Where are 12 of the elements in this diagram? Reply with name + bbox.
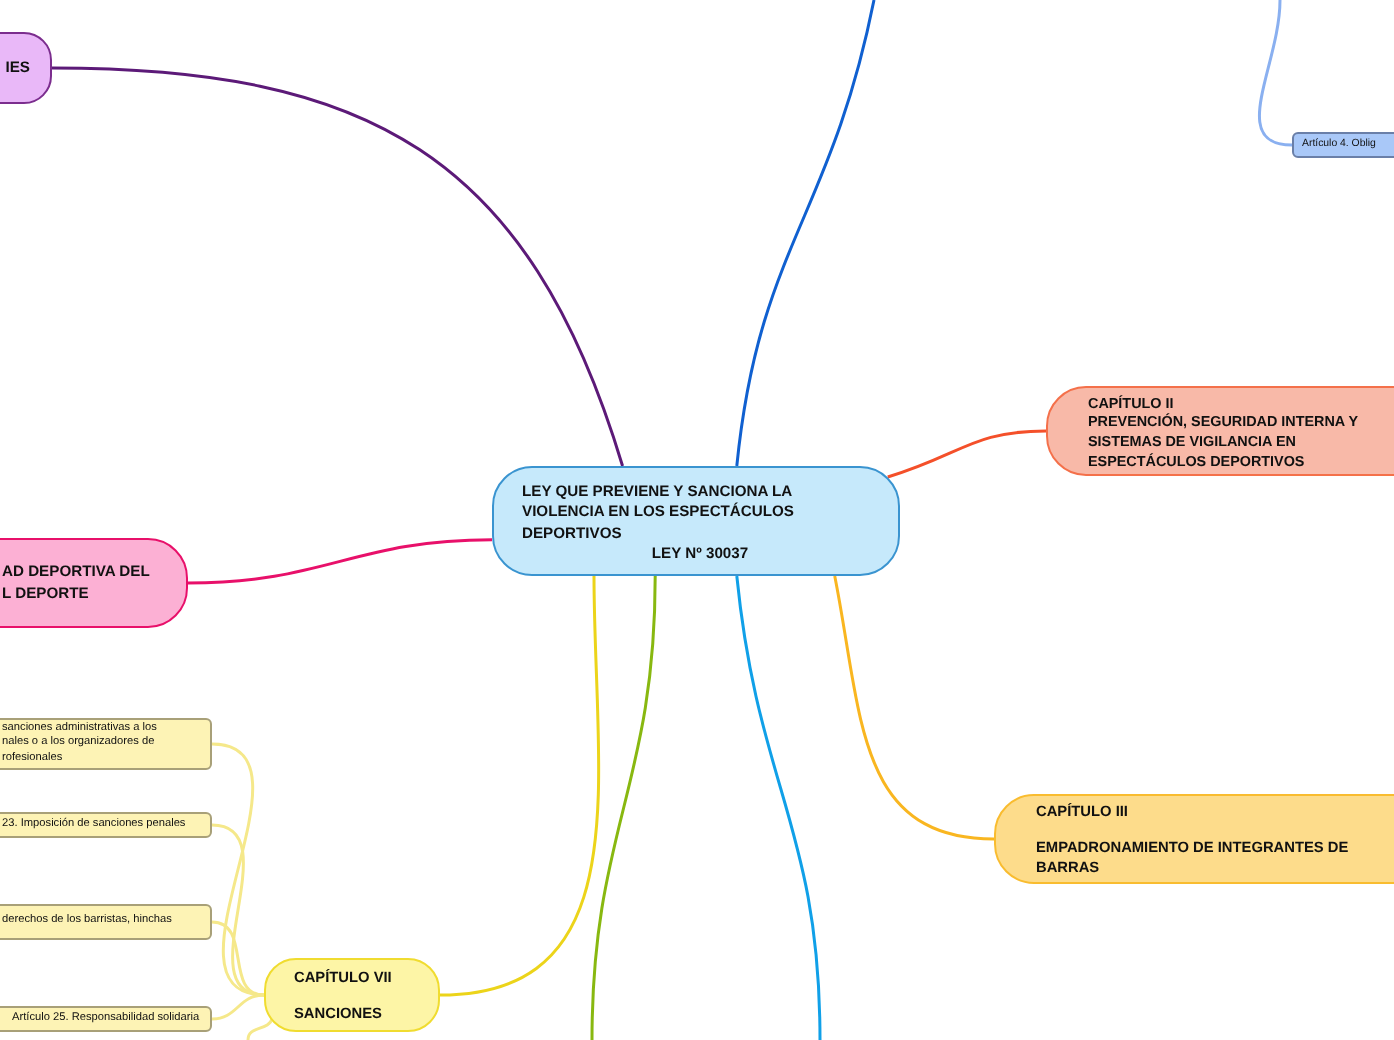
connector-line [735,0,876,467]
connector-line [887,429,1047,479]
connector-line [187,538,493,585]
connector-line [590,575,657,1040]
connector-line [439,575,601,997]
connector-line [833,575,995,841]
connector-line [211,993,265,1021]
connector-line [211,920,265,997]
connector-line [246,1016,275,1040]
connector-line [1258,0,1293,147]
connector-line [51,66,624,467]
connector-line [735,575,822,1040]
